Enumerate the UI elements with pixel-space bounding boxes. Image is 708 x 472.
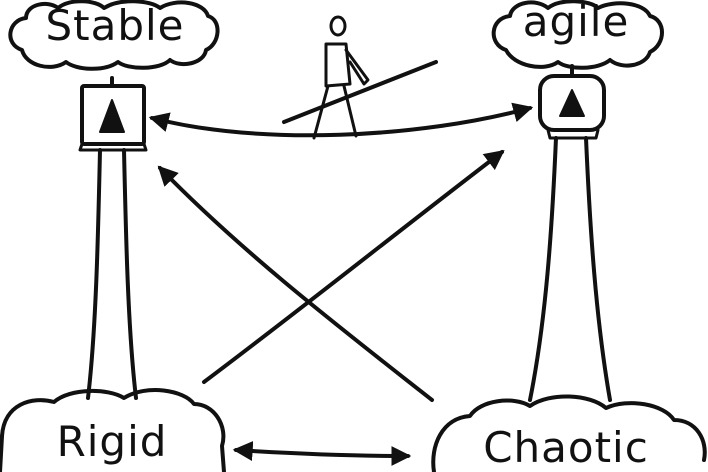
warning-triangle-icon <box>559 89 585 117</box>
stable-cloud: Stable <box>8 0 220 71</box>
chaotic-cloud: Chaotic <box>431 394 707 472</box>
right-pillar <box>528 64 612 402</box>
tightrope-walker-icon <box>282 15 438 140</box>
agile-cloud: agile <box>491 0 664 70</box>
chaotic-to-stable-arrow <box>157 165 434 402</box>
tightrope-arrow <box>148 102 534 138</box>
stable-label: Stable <box>45 1 184 50</box>
left-pillar <box>78 76 148 400</box>
rigid-to-agile-arrow <box>202 149 505 384</box>
agile-label: agile <box>523 0 630 46</box>
chaotic-label: Chaotic <box>483 423 649 472</box>
rigid-label: Rigid <box>57 417 168 466</box>
rigid-chaotic-arrow <box>232 441 412 466</box>
warning-triangle-icon <box>99 99 125 133</box>
rigid-cloud: Rigid <box>0 388 226 472</box>
